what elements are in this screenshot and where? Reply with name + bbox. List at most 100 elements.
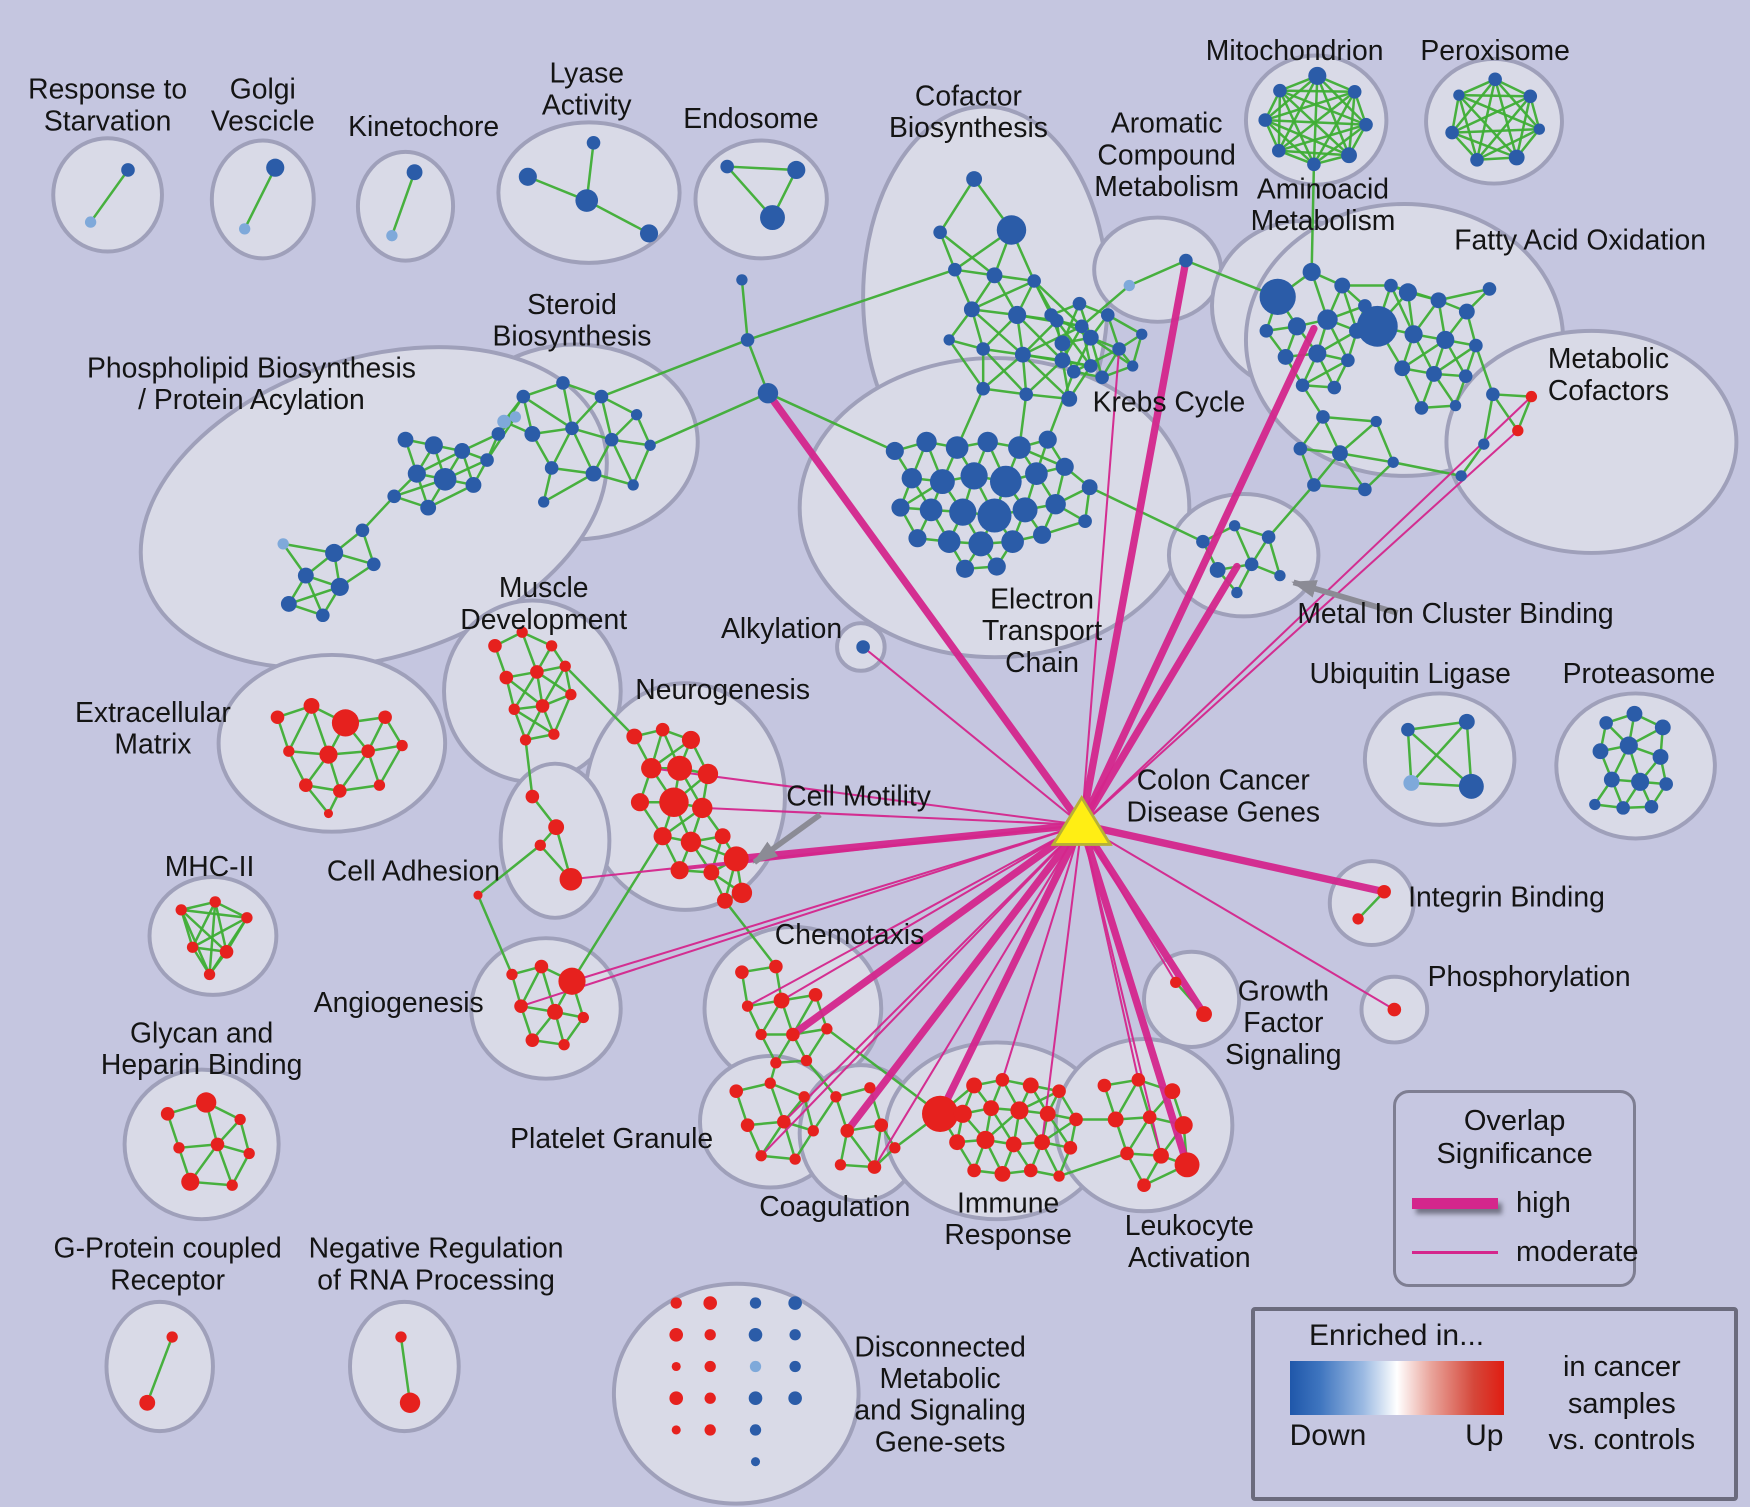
gene-set-node [736, 274, 748, 286]
gene-set-node [1295, 378, 1310, 393]
gene-set-node [1525, 390, 1538, 403]
gene-set-node [777, 1114, 791, 1129]
gene-set-node [704, 1329, 716, 1341]
gene-set-node [1401, 722, 1415, 737]
gene-set-node [788, 1296, 802, 1310]
gene-set-node [465, 477, 482, 493]
gene-set-node [716, 892, 733, 909]
gene-set-node [186, 941, 199, 953]
gene-set-node [1619, 736, 1638, 755]
gene-set-node [1359, 117, 1373, 132]
gene-set-node [556, 376, 570, 390]
gene-set-node [1287, 317, 1306, 336]
gene-set-node [1005, 1136, 1022, 1153]
gene-set-node [1196, 534, 1210, 549]
gene-set-node [760, 205, 785, 231]
gene-set-node [1631, 772, 1650, 791]
overlap-edge-moderate [1001, 823, 1083, 1081]
gene-set-node [1659, 777, 1673, 791]
gene-set-node [840, 1124, 855, 1138]
gene-set-node [1074, 319, 1089, 334]
gene-set-node [1063, 1141, 1078, 1155]
label-integrin-binding: Integrin Binding [1408, 881, 1605, 913]
enrichment-note-line3: vs. controls [1548, 1423, 1696, 1456]
gene-set-node [1095, 370, 1109, 385]
gene-set-node [968, 531, 994, 557]
gene-set-node [750, 1457, 761, 1467]
gene-set-node [1394, 360, 1411, 377]
gene-set-node [1384, 278, 1398, 293]
gene-set-node [1023, 1163, 1038, 1178]
gene-set-node [283, 745, 295, 757]
overlap-edge-moderate [570, 823, 1083, 983]
gene-set-node [798, 1091, 810, 1103]
overlap-high-line-sample [1412, 1198, 1498, 1210]
gene-set-node [659, 787, 689, 817]
gene-set-node [901, 467, 923, 489]
gene-set-node [983, 1100, 1000, 1117]
gene-set-node [864, 1082, 876, 1094]
cluster-ellipse-angiogenesis [469, 936, 623, 1081]
gene-set-node [740, 333, 755, 347]
gene-set-node [1082, 329, 1099, 346]
gene-set-node [1014, 346, 1031, 363]
gene-set-node [1455, 470, 1467, 482]
gene-set-node [139, 1394, 156, 1411]
gene-set-node [195, 1092, 217, 1113]
overlap-edge-moderate [1041, 823, 1083, 1144]
gene-set-node [644, 439, 656, 451]
gene-set-node [996, 215, 1027, 245]
gene-set-node [506, 968, 518, 981]
gene-set-node [238, 223, 251, 235]
gene-set-node [1332, 445, 1348, 462]
gene-set-node [270, 710, 285, 725]
gene-set-node [1436, 330, 1455, 349]
gene-set-node [530, 665, 544, 679]
overlap-edge-moderate [782, 823, 1083, 1123]
gene-set-node [653, 827, 672, 846]
gene-set-node [559, 867, 583, 891]
enrichment-note-line2: samples [1567, 1387, 1676, 1420]
gene-set-node [749, 1360, 762, 1373]
gene-set-node [627, 479, 639, 491]
gene-set-node [1136, 328, 1148, 340]
gene-set-node [916, 431, 937, 453]
enrichment-gradient-bar [1289, 1360, 1504, 1415]
gene-set-node [1616, 801, 1630, 815]
gene-set-node [729, 1084, 744, 1098]
gene-set-node [703, 1296, 717, 1310]
gene-set-node [669, 1327, 684, 1342]
gene-set-node [1398, 283, 1417, 302]
gene-set-node [885, 441, 904, 461]
overlap-edge-high [1078, 821, 1388, 896]
overlap-significance-legend: Overlap Significance high moderate [1393, 1089, 1639, 1287]
overlap-edge-moderate [1080, 395, 1533, 826]
gene-set-node [1112, 342, 1126, 356]
gene-set-node [769, 959, 783, 974]
enrichment-legend-note: in cancer samples vs. controls [1524, 1317, 1720, 1491]
gene-set-node [891, 498, 910, 517]
gene-set-node [241, 912, 253, 924]
gene-set-node [1170, 976, 1182, 989]
gene-set-node [1008, 305, 1027, 325]
gene-set-node [525, 1033, 540, 1047]
gene-set-node [948, 262, 962, 277]
gene-set-node [166, 1331, 178, 1343]
gene-set-node [1486, 387, 1500, 402]
gene-set-node [1019, 387, 1034, 402]
gene-set-node [547, 1003, 563, 1020]
gene-set-node [330, 577, 349, 597]
gene-set-node [396, 739, 408, 752]
gene-set-node [514, 999, 528, 1013]
gene-set-node [735, 965, 749, 979]
gene-set-node [786, 1027, 800, 1042]
gene-set-node [908, 529, 927, 548]
gene-set-node [181, 1172, 200, 1191]
gene-set-node [1261, 530, 1276, 544]
label-ubiquitin-ligase: Ubiquitin Ligase [1309, 658, 1510, 690]
